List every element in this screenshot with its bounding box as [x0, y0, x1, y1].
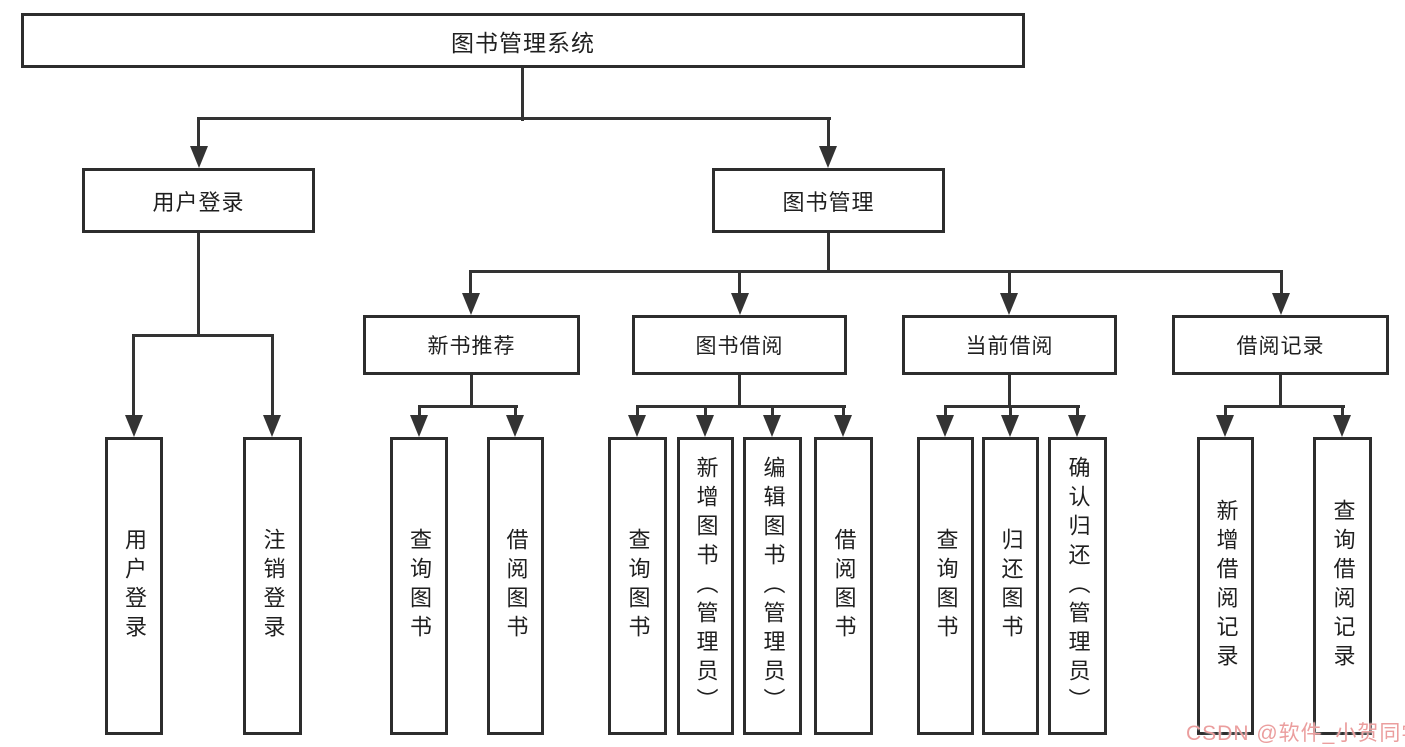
leaf-borrowing-add-books-admin-label: 新增图书（管理员） — [693, 455, 719, 717]
leaf-borrowing-borrow-books: 借阅图书 — [814, 437, 873, 735]
node-book-management-label: 图书管理 — [782, 189, 875, 215]
arrow-down-icon — [506, 415, 524, 437]
connector-root-stub — [521, 68, 524, 121]
arrow-down-icon — [1272, 293, 1290, 315]
connector-drop-book-management — [827, 117, 830, 147]
leaf-recommend-query-books: 查询图书 — [390, 437, 448, 735]
leaf-records-query-record-label: 查询借阅记录 — [1330, 499, 1356, 673]
connector-drop-leaf — [944, 405, 947, 419]
connector-group-stub — [1008, 375, 1011, 406]
leaf-current-confirm-return-admin-label: 确认归还（管理员） — [1065, 455, 1091, 717]
connector-group-stub — [470, 375, 473, 406]
connector-drop-leaf — [1341, 405, 1344, 419]
leaf-recommend-borrow-books: 借阅图书 — [487, 437, 544, 735]
arrow-down-icon — [462, 293, 480, 315]
leaf-records-query-record: 查询借阅记录 — [1313, 437, 1372, 735]
connector-user-login-bar — [132, 334, 274, 337]
arrow-down-icon — [1001, 415, 1019, 437]
node-new-book-recommend: 新书推荐 — [363, 315, 580, 375]
leaf-records-add-record-label: 新增借阅记录 — [1213, 499, 1239, 673]
connector-user-login-stub — [197, 233, 200, 336]
node-user-login: 用户登录 — [82, 168, 315, 233]
connector-drop-leaf — [1009, 405, 1012, 419]
arrow-down-icon — [763, 415, 781, 437]
node-current-borrowing: 当前借阅 — [902, 315, 1117, 375]
connector-drop-l3 — [1008, 270, 1011, 295]
leaf-current-query-books: 查询图书 — [917, 437, 974, 735]
connector-group-bar — [944, 405, 1080, 408]
connector-drop-leaf — [1076, 405, 1079, 419]
leaf-borrowing-borrow-books-label: 借阅图书 — [831, 528, 857, 644]
node-library-system-label: 图书管理系统 — [451, 29, 595, 56]
leaf-borrowing-edit-books-admin: 编辑图书（管理员） — [743, 437, 802, 735]
connector-group-bar — [636, 405, 846, 408]
arrow-down-icon — [834, 415, 852, 437]
connector-drop-l3 — [469, 270, 472, 295]
leaf-borrowing-add-books-admin: 新增图书（管理员） — [677, 437, 734, 735]
arrow-down-icon — [1068, 415, 1086, 437]
connector-group-bar — [418, 405, 518, 408]
connector-drop-leaf — [842, 405, 845, 419]
connector-drop-leaf — [636, 405, 639, 419]
leaf-recommend-query-books-label: 查询图书 — [407, 528, 432, 644]
connector-book-management-stub — [827, 233, 830, 272]
connector-drop-leaf — [1224, 405, 1227, 419]
leaf-recommend-borrow-books-label: 借阅图书 — [503, 528, 529, 644]
arrow-down-icon — [410, 415, 428, 437]
node-book-borrowing-label: 图书借阅 — [695, 335, 784, 358]
connector-drop-leaf — [704, 405, 707, 419]
leaf-current-confirm-return-admin: 确认归还（管理员） — [1048, 437, 1107, 735]
arrow-down-icon — [263, 415, 281, 437]
connector-drop-leaf — [132, 334, 135, 416]
leaf-records-add-record: 新增借阅记录 — [1197, 437, 1254, 735]
leaf-current-return-books: 归还图书 — [982, 437, 1039, 735]
leaf-borrowing-edit-books-admin-label: 编辑图书（管理员） — [760, 455, 786, 717]
node-current-borrowing-label: 当前借阅 — [965, 335, 1054, 358]
leaf-logout: 注销登录 — [243, 437, 302, 735]
arrow-down-icon — [1216, 415, 1234, 437]
connector-group-stub — [1279, 375, 1282, 406]
node-book-borrowing: 图书借阅 — [632, 315, 847, 375]
connector-drop-leaf — [771, 405, 774, 419]
connector-drop-leaf — [271, 334, 274, 416]
leaf-borrowing-query-books: 查询图书 — [608, 437, 667, 735]
leaf-user-login-label: 用户登录 — [122, 528, 147, 644]
connector-group-stub — [738, 375, 741, 406]
connector-drop-l3 — [1280, 270, 1283, 295]
leaf-current-query-books-label: 查询图书 — [933, 528, 959, 644]
arrow-down-icon — [936, 415, 954, 437]
arrow-down-icon — [1333, 415, 1351, 437]
leaf-user-login: 用户登录 — [105, 437, 163, 735]
node-new-book-recommend-label: 新书推荐 — [427, 335, 516, 358]
arrow-down-icon — [731, 293, 749, 315]
leaf-current-return-books-label: 归还图书 — [998, 528, 1024, 644]
connector-drop-leaf — [418, 405, 421, 419]
connector-drop-leaf — [514, 405, 517, 419]
arrow-down-icon — [819, 146, 837, 168]
connector-root-bar — [197, 117, 831, 120]
connector-group-bar — [1224, 405, 1345, 408]
arrow-down-icon — [1000, 293, 1018, 315]
node-user-login-label: 用户登录 — [152, 189, 245, 215]
csdn-watermark: CSDN @软件_小贺同学 — [1186, 722, 1405, 745]
connector-drop-l3 — [738, 270, 741, 295]
leaf-borrowing-query-books-label: 查询图书 — [625, 528, 651, 644]
connector-drop-user-login — [197, 117, 200, 147]
arrow-down-icon — [628, 415, 646, 437]
node-book-management: 图书管理 — [712, 168, 945, 233]
node-borrow-records-label: 借阅记录 — [1236, 335, 1325, 358]
arrow-down-icon — [190, 146, 208, 168]
arrow-down-icon — [696, 415, 714, 437]
leaf-logout-label: 注销登录 — [260, 528, 286, 644]
node-library-system: 图书管理系统 — [21, 13, 1025, 68]
arrow-down-icon — [125, 415, 143, 437]
connector-book-management-bar — [469, 270, 1283, 273]
node-borrow-records: 借阅记录 — [1172, 315, 1389, 375]
